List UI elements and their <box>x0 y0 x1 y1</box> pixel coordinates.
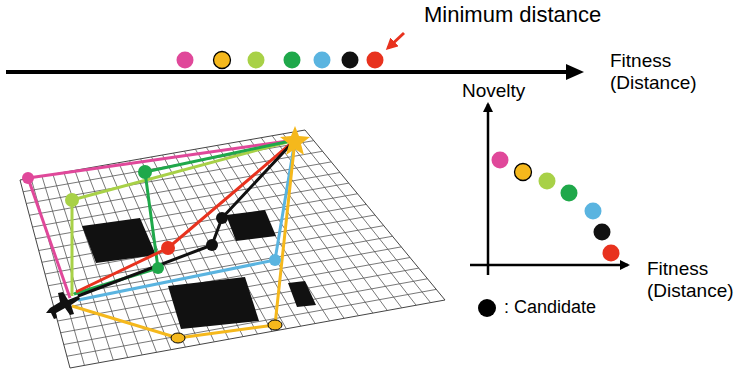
goal-star <box>280 126 310 155</box>
legend-text: : Candidate <box>504 297 596 318</box>
axis-label: Novelty <box>462 80 525 102</box>
novelty-axis <box>487 104 490 275</box>
grid-line <box>33 173 341 228</box>
fitness-axis <box>6 70 572 74</box>
axis-label: Fitness (Distance) <box>610 50 720 94</box>
candidate-dots <box>177 52 384 69</box>
axis-arrowhead <box>566 64 584 80</box>
callout-label: Minimum distance <box>424 2 601 27</box>
map-grid <box>20 130 445 368</box>
grid-line <box>61 268 419 333</box>
legend-swatch <box>478 299 496 317</box>
waypoints <box>22 165 282 343</box>
grid-line <box>42 204 366 262</box>
grid-line <box>45 215 375 274</box>
callout-arrow <box>388 33 404 48</box>
pareto-dots <box>492 152 620 262</box>
fitness-axis <box>470 264 628 267</box>
axis-label: Fitness (Distance) <box>647 258 743 302</box>
plane-icon <box>46 292 80 319</box>
grid-line <box>36 183 349 239</box>
candidate-paths <box>28 140 295 338</box>
